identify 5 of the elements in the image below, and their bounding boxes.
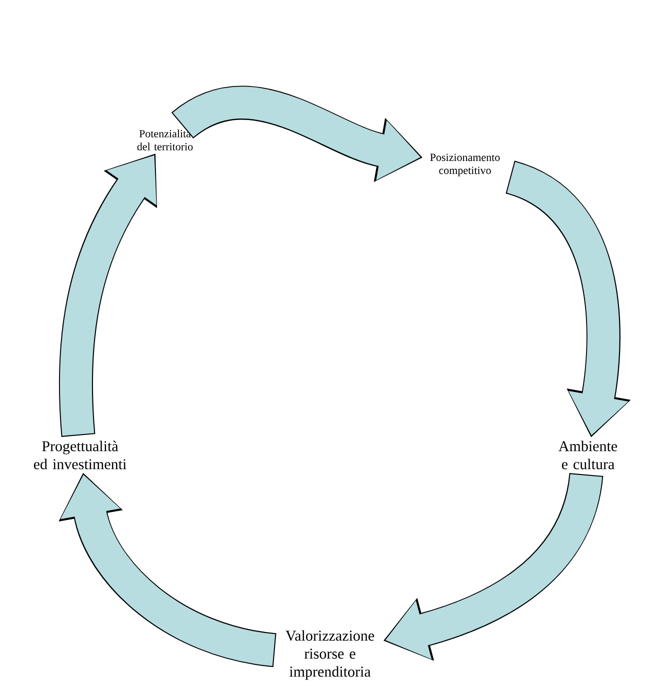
cycle-label: Valorizzazione risorse e imprenditoria (286, 630, 374, 680)
cycle-label: Posizionamento competitivo (430, 154, 500, 176)
cycle-label: Potenzialità del territorio (137, 130, 193, 150)
cycle-label: Progettualità ed investimenti (34, 440, 126, 470)
cycle-label: Ambiente e cultura (558, 440, 618, 470)
